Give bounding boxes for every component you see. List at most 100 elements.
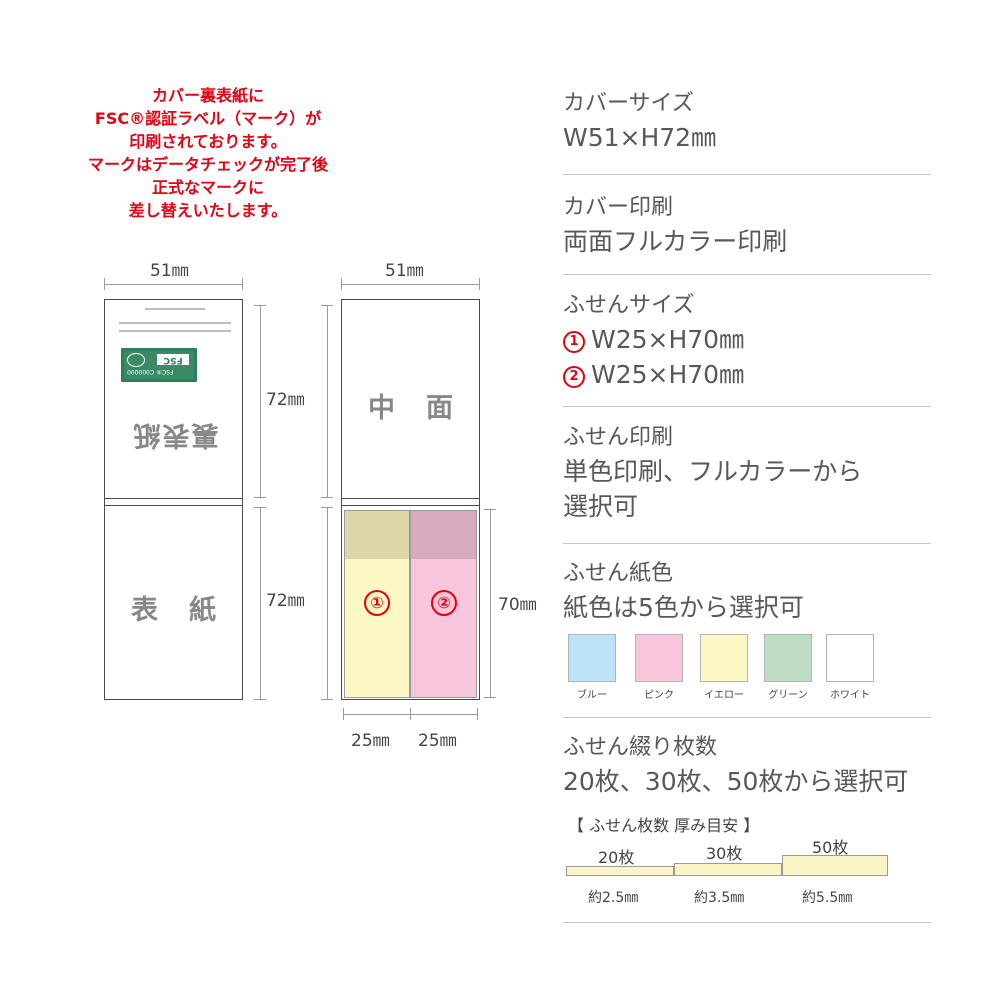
dim-tick [484,697,496,698]
thickness-bar [782,855,888,876]
fsc-note-line: 正式なマークに [151,178,264,197]
divider [563,717,931,718]
back-cover-height-label: 72㎜ [266,390,305,410]
spec-cover-print: カバー印刷 両面フルカラー印刷 [563,192,931,259]
spec-value: W51×H72㎜ [563,123,717,152]
back-cover-panel: FSC FSC® C000000 裏表紙 [104,299,243,499]
spec-sticky-color: ふせん紙色 紙色は5色から選択可 [563,558,931,625]
fine-print-line [119,322,231,324]
dim-line [104,284,243,285]
fsc-note-line: FSC®認証ラベル（マーク）が [94,109,322,128]
color-swatch [764,634,812,682]
fsc-note: カバー裏表紙に FSC®認証ラベル（マーク）が 印刷されております。 マークはデ… [20,84,396,222]
fold-gap [341,499,480,505]
divider [563,174,931,175]
spec-value: 20枚、30枚、50枚から選択可 [563,767,909,796]
front-cover-panel: 表 紙 [104,505,243,700]
dim-line [343,714,478,715]
item-size: W25×H70㎜ [591,360,745,389]
fsc-note-line: カバー裏表紙に [151,86,264,105]
fsc-note-line: マークはデータチェックが完了後 [87,155,328,174]
color-name: ホワイト [830,690,870,701]
color-name: グリーン [768,690,808,701]
cover-outside-diagram: 51㎜ FSC FSC® C000000 裏表紙 表 紙 72㎜ 72㎜ [0,0,305,700]
dim-tick [254,497,266,498]
item-size: W25×H70㎜ [591,325,745,354]
thickness-count: 50枚 [812,838,849,857]
dim-line [327,507,328,699]
item-number: 2 [563,366,585,388]
divider [563,406,931,407]
spec-sticky-count: ふせん綴り枚数 20枚、30枚、50枚から選択可 [563,732,931,799]
dim-tick [321,507,333,508]
sticky-1-width-label: 25㎜ [351,731,390,751]
thickness-bar [566,866,674,876]
dim-line [260,507,261,699]
sticky-height-label: 70㎜ [498,595,537,615]
thickness-chart: 20枚 30枚 50枚 約2.5㎜ 約3.5㎜ 約5.5㎜ [566,830,896,910]
color-option: イエロー [700,634,754,701]
spec-title: ふせんサイズ [563,293,695,318]
dim-tick [254,507,266,508]
spec-title: ふせん紙色 [563,561,674,586]
back-cover-label: 裏表紙 [131,419,219,450]
dim-tick [254,305,266,306]
spec-value: 紙色は5色から選択可 [563,593,804,622]
inner-page-panel: 中 面 [341,299,480,499]
front-cover-label: 表 紙 [131,595,218,626]
dim-tick [321,497,333,498]
sticky-note-2-adhesive [411,511,476,559]
divider [563,543,931,544]
spec-value: 2 W25×H70㎜ [563,357,931,392]
spec-value: 両面フルカラー印刷 [563,227,788,256]
color-option: ピンク [635,634,689,701]
thickness-count: 20枚 [598,848,635,867]
sticky-base-panel: ① ② [341,505,480,700]
fsc-note-line: 印刷されております。 [129,132,287,151]
color-name: ピンク [644,690,674,701]
color-swatch [826,634,874,682]
spec-value: 選択可 [563,492,639,521]
dim-line [341,284,480,285]
fsc-code: FSC® C000000 [127,368,174,375]
item-number: 1 [563,331,585,353]
fsc-badge: FSC [157,354,189,365]
dim-tick [254,699,266,700]
sticky-note-2-number: ② [431,590,457,616]
fsc-note-line: 差し替えいたします。 [128,201,288,220]
thickness-value: 約5.5㎜ [802,890,853,906]
spec-value: 単色印刷、フルカラーから [563,457,863,486]
thickness-title: 【 ふせん枚数 厚み目安 】 [568,816,760,835]
dim-tick [484,509,496,510]
divider [563,274,931,275]
color-swatch [700,634,748,682]
fsc-tree-icon [127,353,145,367]
spec-cover-size: カバーサイズ W51×H72㎜ [563,88,931,155]
inner-width-label: 51㎜ [385,261,424,281]
spec-title: ふせん印刷 [563,425,674,450]
thickness-value: 約3.5㎜ [694,890,745,906]
dim-line [260,305,261,497]
color-option: ブルー [568,634,622,701]
dim-line [327,305,328,497]
fsc-label: FSC FSC® C000000 [121,348,197,382]
thickness-bar [674,863,782,876]
sticky-note-1-number: ① [364,590,390,616]
dim-tick [321,699,333,700]
cover-inside-diagram: 51㎜ 中 面 ① ② 70㎜ 25㎜ 25㎜ [0,0,537,751]
spec-sticky-print: ふせん印刷 単色印刷、フルカラーから 選択可 [563,422,931,524]
color-name: イエロー [704,690,744,701]
fine-print-line [145,308,205,310]
spec-title: ふせん綴り枚数 [563,735,718,760]
dim-tick [321,305,333,306]
spec-title: カバー印刷 [563,195,674,220]
sticky-2-width-label: 25㎜ [418,731,457,751]
fold-gap [104,499,243,505]
cover-width-label: 51㎜ [150,261,189,281]
spec-title: カバーサイズ [563,91,694,116]
dim-line [490,509,491,697]
divider [563,922,931,923]
color-swatch [635,634,683,682]
sticky-note-1-adhesive [345,511,409,559]
